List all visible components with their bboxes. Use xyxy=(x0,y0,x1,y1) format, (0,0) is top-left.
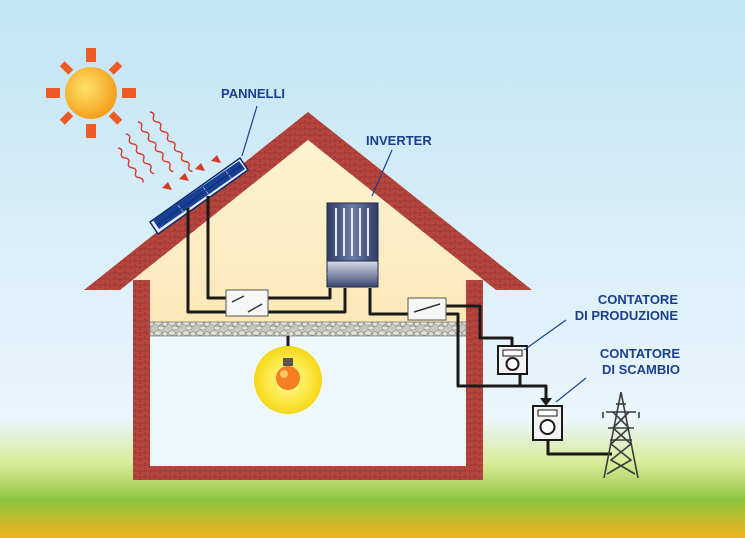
switch-icon xyxy=(225,289,269,317)
left-wall xyxy=(133,280,150,480)
arrow-icon xyxy=(540,398,552,406)
label-leaders xyxy=(241,105,587,403)
exchange-meter-label-line2: DI SCAMBIO xyxy=(602,362,680,377)
sun-rays xyxy=(117,111,221,190)
attic xyxy=(133,140,483,326)
power-pylon-icon xyxy=(602,391,640,479)
production-meter-label-line1: CONTATORE xyxy=(597,292,678,307)
wiring xyxy=(186,196,612,456)
inverter-icon xyxy=(326,202,379,288)
panels-label: PANNELLI xyxy=(221,86,286,101)
light-bulb-icon xyxy=(254,346,322,414)
meter-icon xyxy=(497,345,528,375)
solar-panel-icon xyxy=(148,156,250,236)
sun-icon xyxy=(46,48,136,138)
exchange-meter-label: CONTATORE DI SCAMBIO xyxy=(584,346,680,378)
house xyxy=(84,112,532,480)
production-meter-label: CONTATORE DI PRODUZIONE xyxy=(566,292,678,324)
production-meter-label-line2: DI PRODUZIONE xyxy=(574,308,678,323)
inverter-label: INVERTER xyxy=(366,133,432,148)
floor xyxy=(133,466,483,480)
meter-icon xyxy=(532,405,563,441)
switch-icon xyxy=(407,297,447,321)
exchange-meter-label-line1: CONTATORE xyxy=(599,346,680,361)
ceiling-insulation xyxy=(150,322,466,336)
roof xyxy=(84,112,532,290)
